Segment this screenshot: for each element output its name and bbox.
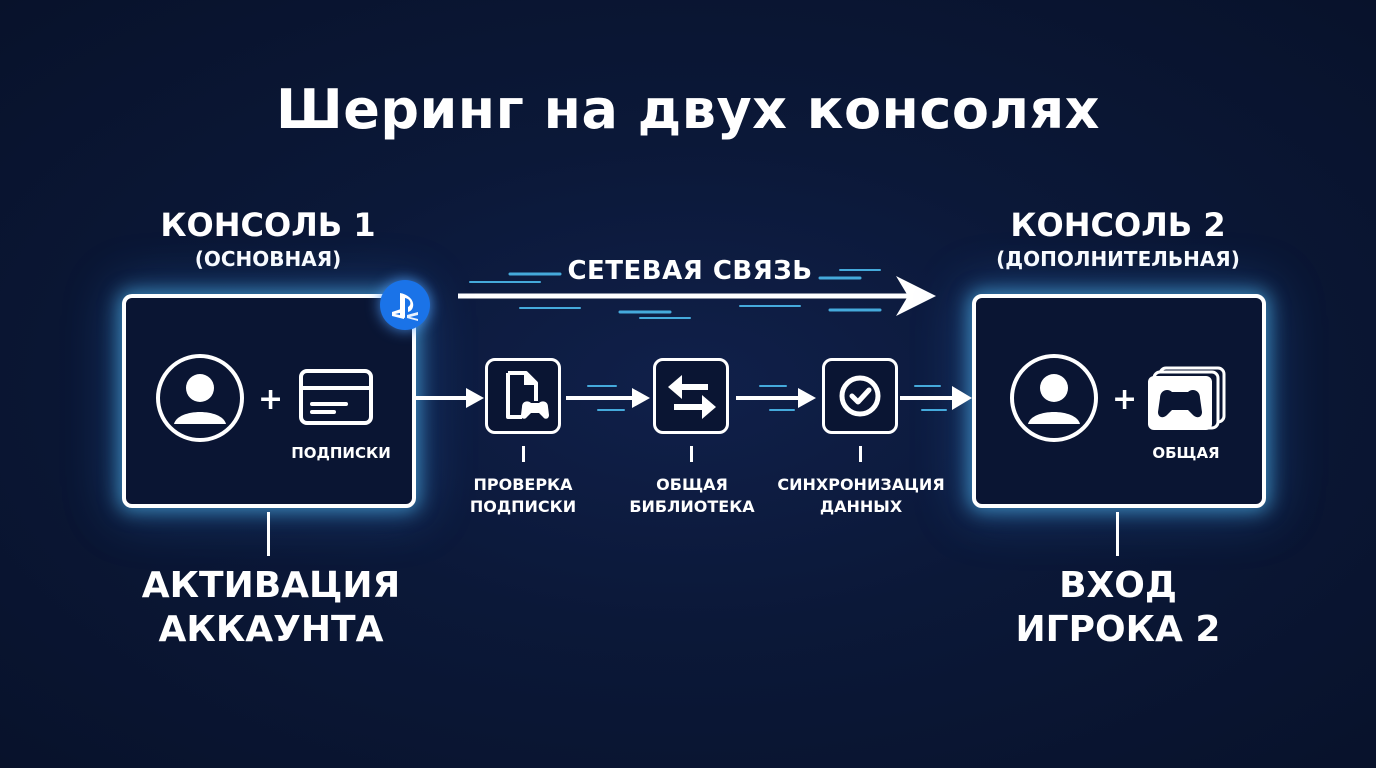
- bottom-label-line2: АККАУНТА: [158, 609, 384, 650]
- page-title: Шеринг на двух консолях: [275, 78, 1101, 141]
- step-label-line1: ПРОВЕРКА: [473, 475, 573, 494]
- step-subscription-check-box: [485, 358, 561, 434]
- network-label: СЕТЕВАЯ СВЯЗЬ: [567, 256, 813, 286]
- step-data-sync-box: [822, 358, 898, 434]
- flow-arrows: [416, 385, 972, 411]
- step-subscription-check-label: ПРОВЕРКА ПОДПИСКИ: [448, 474, 598, 518]
- console1-header: КОНСОЛЬ 1 (ОСНОВНАЯ): [118, 206, 418, 272]
- console1-subtitle: (ОСНОВНАЯ): [194, 247, 342, 271]
- user-avatar-icon: [1010, 354, 1098, 442]
- plus-sign: +: [258, 382, 284, 417]
- step-shared-library-label: ОБЩАЯ БИБЛИОТЕКА: [612, 474, 772, 518]
- console1-box: + ПОДПИСКИ: [122, 294, 416, 508]
- step-label-line1: ОБЩАЯ: [656, 475, 728, 494]
- credit-card-icon: [299, 369, 373, 425]
- step-shared-library-box: [653, 358, 729, 434]
- account-activation-label: АКТИВАЦИЯ АККАУНТА: [118, 564, 424, 652]
- step-data-sync-label: СИНХРОНИЗАЦИЯ ДАННЫХ: [766, 474, 956, 518]
- game-library-icon: [1148, 366, 1226, 430]
- step-label-line2: ПОДПИСКИ: [469, 497, 577, 516]
- step-label-line1: СИНХРОНИЗАЦИЯ: [777, 475, 945, 494]
- connector-line: [690, 446, 693, 462]
- bottom-label-line2: ИГРОКА 2: [1015, 609, 1221, 650]
- step-label-line2: ДАННЫХ: [819, 497, 903, 516]
- console2-subtitle: (ДОПОЛНИТЕЛЬНАЯ): [996, 247, 1240, 271]
- bottom-label-line1: АКТИВАЦИЯ: [141, 565, 401, 606]
- subscriptions-label: ПОДПИСКИ: [291, 444, 391, 462]
- console2-box: + ОБЩАЯ: [972, 294, 1266, 508]
- bottom-label-line1: ВХОД: [1059, 565, 1177, 606]
- console2-title: КОНСОЛЬ 2: [1010, 206, 1226, 244]
- playstation-logo-icon: [380, 280, 430, 330]
- connector-line: [1116, 512, 1119, 556]
- connector-line: [267, 512, 270, 556]
- check-circle-icon: [839, 375, 881, 417]
- console2-header: КОНСОЛЬ 2 (ДОПОЛНИТЕЛЬНАЯ): [968, 206, 1268, 272]
- connector-line: [859, 446, 862, 462]
- document-gamepad-icon: [506, 371, 549, 419]
- network-arrow: [458, 269, 936, 319]
- player2-login-label: ВХОД ИГРОКА 2: [968, 564, 1268, 652]
- shared-library-label: ОБЩАЯ: [1152, 444, 1220, 462]
- user-avatar-icon: [156, 354, 244, 442]
- step-label-line2: БИБЛИОТЕКА: [629, 497, 755, 516]
- swap-arrows-icon: [668, 375, 716, 419]
- connector-line: [522, 446, 525, 462]
- console1-title: КОНСОЛЬ 1: [160, 206, 376, 244]
- plus-sign: +: [1112, 382, 1138, 417]
